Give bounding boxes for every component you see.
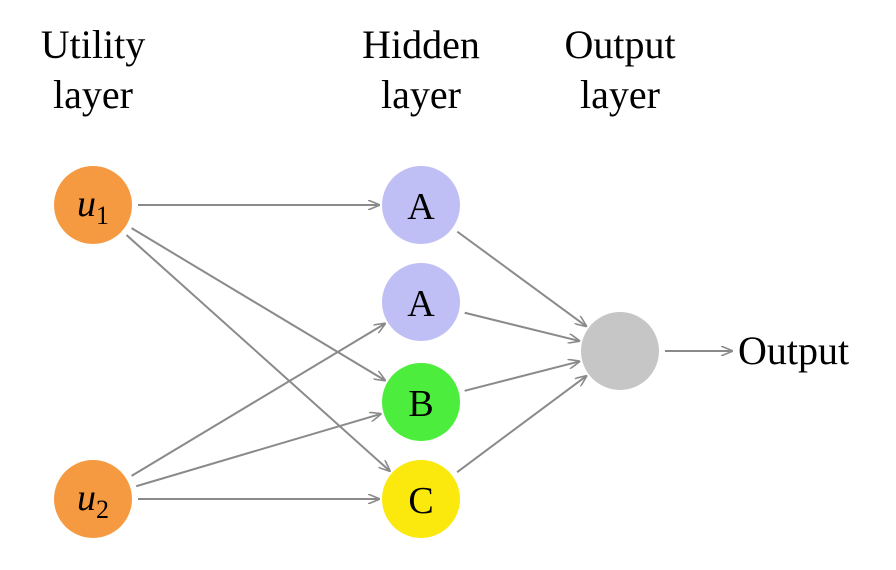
edge-u1-to-h4 [125, 234, 390, 471]
node-u2-circle [54, 460, 132, 538]
node-hidden-b-label: B [408, 383, 433, 425]
node-output [581, 312, 659, 390]
edges-group [125, 205, 732, 499]
edge-u2-to-h3 [135, 414, 381, 488]
hidden-layer-header-line2: layer [381, 72, 461, 117]
edge-u2-to-h2 [131, 324, 385, 477]
utility-layer-header-line2: layer [53, 72, 133, 117]
output-layer-header-line2: layer [580, 72, 660, 117]
node-hidden-c: C [382, 460, 460, 538]
node-output-circle [581, 312, 659, 390]
node-hidden-a2-circle [382, 263, 460, 341]
node-hidden-a2-label: A [407, 283, 435, 325]
node-hidden-c-label: C [408, 480, 433, 522]
node-u1-circle [54, 166, 132, 244]
edge-h2-to-out [464, 311, 580, 341]
output-text: Output [738, 328, 849, 373]
node-hidden-b-circle [382, 363, 460, 441]
utility-layer-header-line1: Utility [41, 22, 145, 67]
edge-u1-to-h3 [131, 227, 385, 380]
hidden-layer-header-line1: Hidden [362, 22, 480, 67]
node-hidden-a1: A [382, 166, 460, 244]
node-hidden-a1-label: A [407, 186, 435, 228]
node-hidden-b: B [382, 363, 460, 441]
node-u1-label: u1 [77, 183, 109, 230]
node-hidden-a1-circle [382, 166, 460, 244]
node-hidden-c-circle [382, 460, 460, 538]
edge-h1-to-out [456, 230, 586, 327]
node-u2-label: u2 [77, 477, 109, 524]
node-u1: u1 [54, 166, 132, 244]
node-hidden-a2: A [382, 263, 460, 341]
node-u2: u2 [54, 460, 132, 538]
edge-h4-to-out [456, 376, 586, 473]
edge-h3-to-out [464, 361, 580, 392]
output-layer-header-line1: Output [564, 22, 675, 67]
